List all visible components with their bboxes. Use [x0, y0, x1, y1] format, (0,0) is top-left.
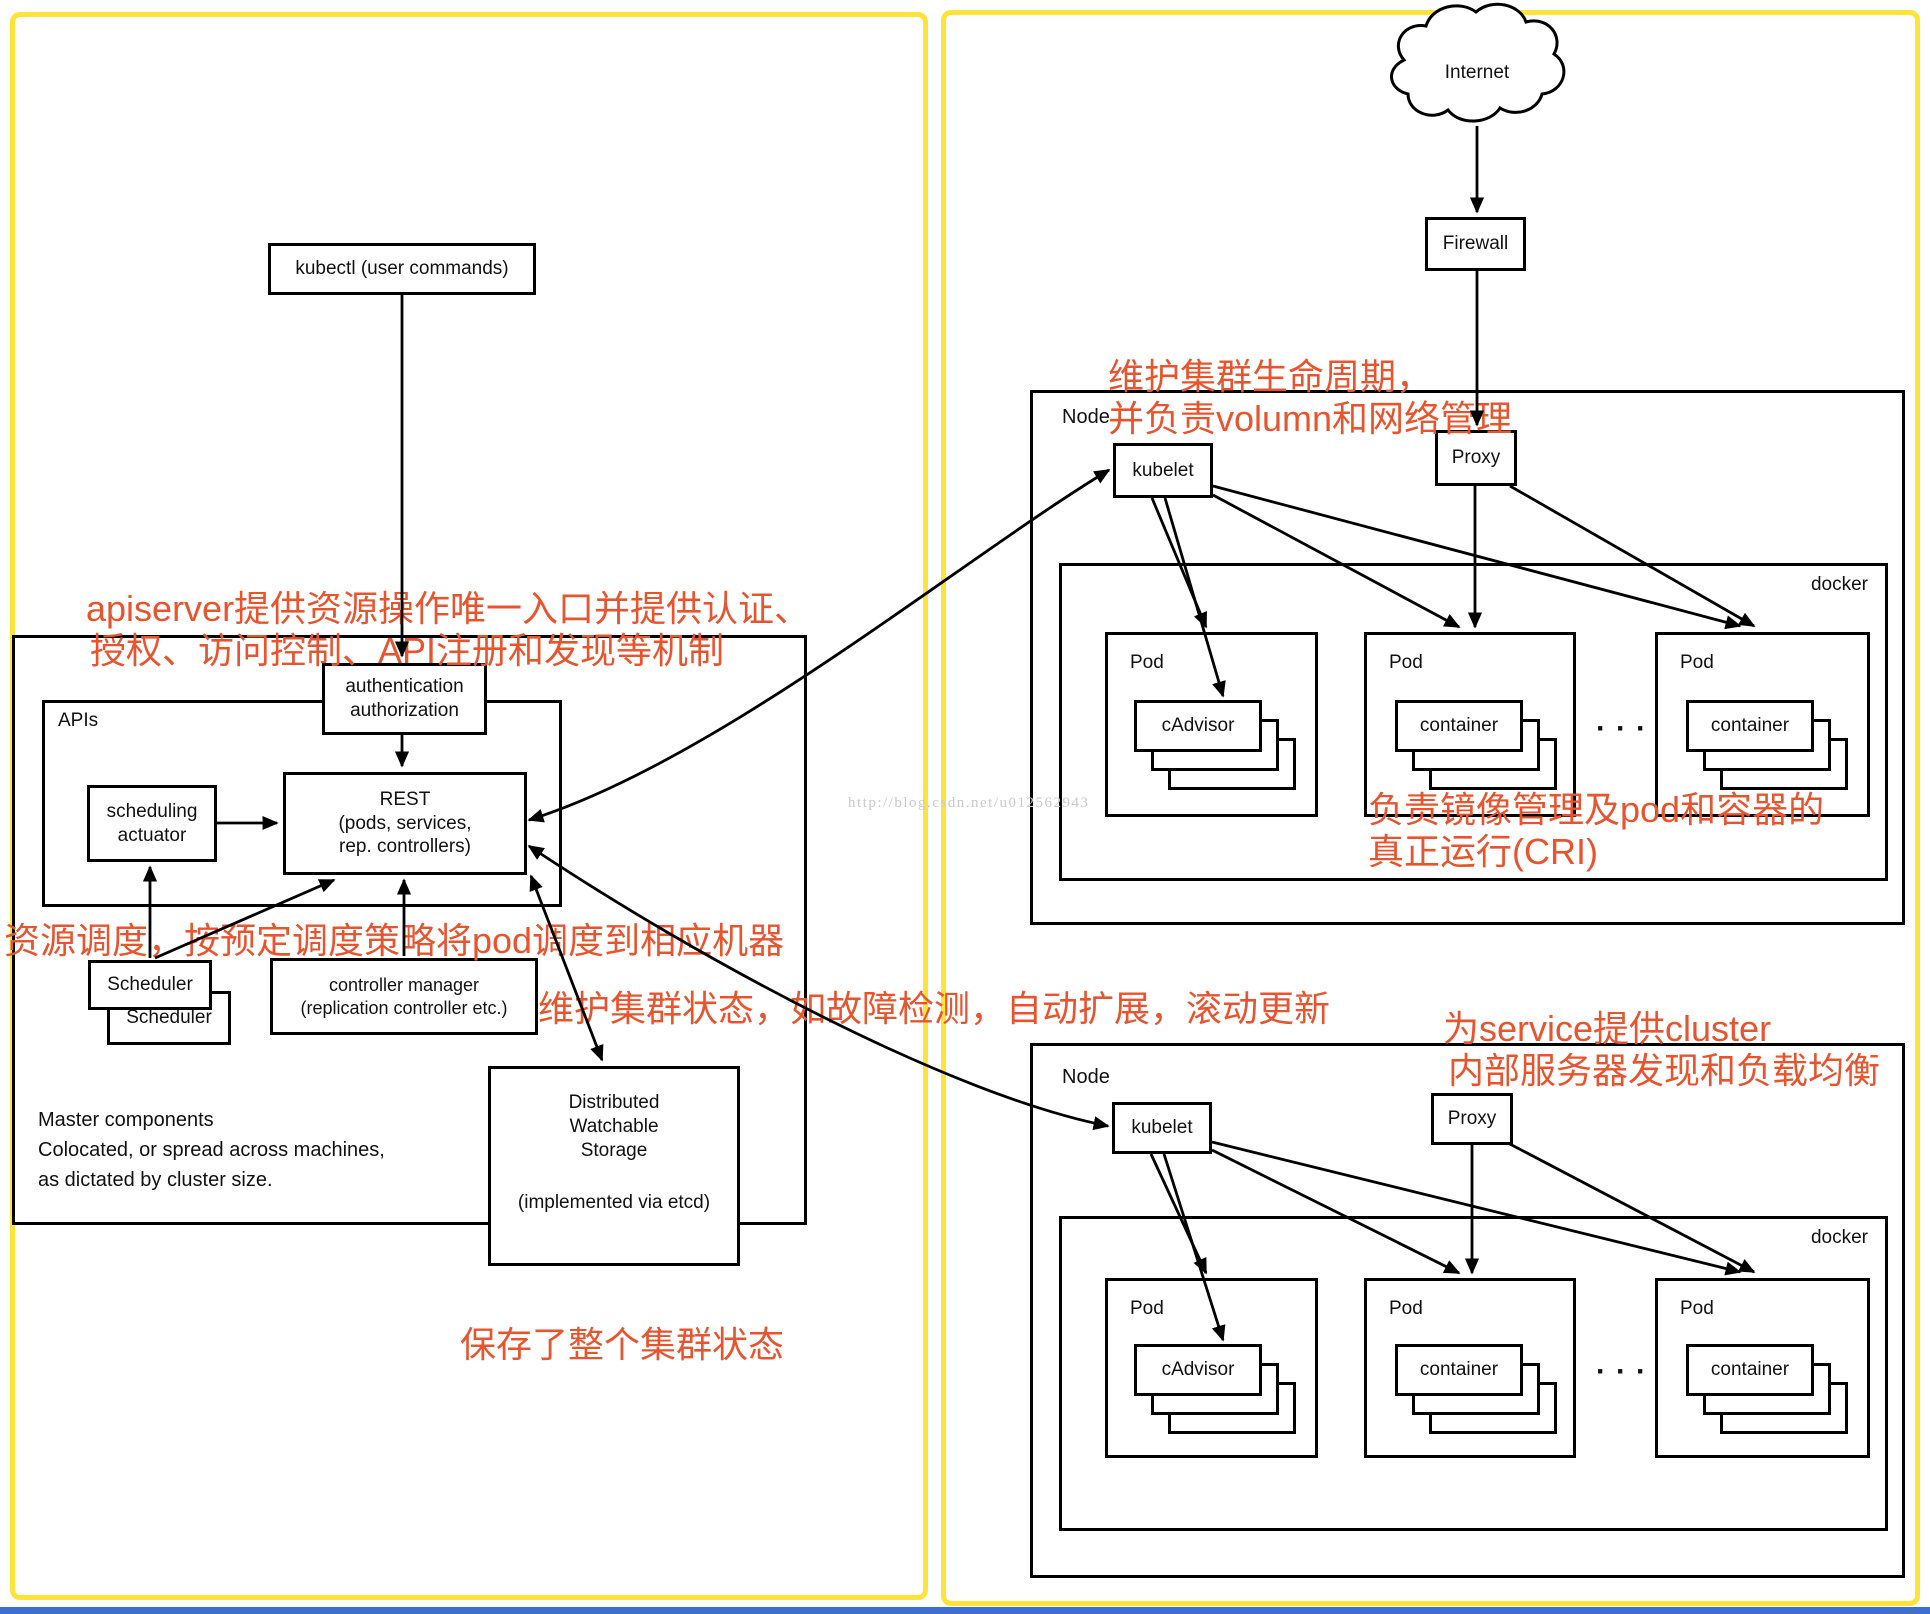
node1-kubelet-label: kubelet	[1132, 459, 1194, 481]
node1-cadvisor-box: cAdvisor	[1134, 700, 1262, 752]
rest-line1: REST	[379, 788, 431, 810]
node1-cadvisor-label: cAdvisor	[1161, 715, 1235, 737]
node1-proxy-label: Proxy	[1451, 447, 1501, 469]
apis-label: APIs	[58, 710, 99, 731]
node2-label: Node	[1062, 1066, 1110, 1088]
node1-proxy-box: Proxy	[1435, 430, 1517, 486]
storage-line2: Watchable	[569, 1115, 659, 1137]
node2-kubelet-label: kubelet	[1131, 1117, 1193, 1139]
node2-container3-label: container	[1710, 1359, 1790, 1381]
node1-pod1-label: Pod	[1130, 652, 1164, 673]
scheduling-actuator-box: scheduling actuator	[87, 785, 217, 862]
rest-line2: (pods, services,	[338, 812, 472, 834]
node1-container3-label: container	[1710, 715, 1790, 737]
controller-manager-line2: (replication controller etc.)	[300, 997, 508, 1018]
controller-manager-line1: controller manager	[328, 974, 480, 995]
rest-line3: rep. controllers)	[339, 836, 471, 858]
scheduler-front-box: Scheduler	[88, 960, 212, 1010]
node2-pod1-label: Pod	[1130, 1298, 1164, 1319]
storage-line3: Storage	[580, 1139, 648, 1161]
rest-box: REST (pods, services, rep. controllers)	[283, 772, 527, 875]
node1-label: Node	[1062, 406, 1110, 428]
kubectl-label: kubectl (user commands)	[295, 258, 509, 280]
master-note-line3: as dictated by cluster size.	[38, 1169, 273, 1191]
annotation-etcd: 保存了整个集群状态	[460, 1324, 785, 1365]
annotation-apiserver-line2: 授权、访问控制、API注册和发现等机制	[90, 630, 725, 671]
node1-docker-label: docker	[1810, 574, 1868, 595]
master-note-line2: Colocated, or spread across machines,	[38, 1139, 385, 1161]
authentication-box: authentication authorization	[322, 663, 487, 735]
storage-line4: (implemented via etcd)	[517, 1191, 711, 1213]
node2-cadvisor-box: cAdvisor	[1134, 1344, 1262, 1396]
annotation-scheduler: 资源调度，按预定调度策略将pod调度到相应机器	[4, 920, 785, 961]
node1-ellipsis: ···	[1596, 712, 1656, 745]
node1-pod3-label: Pod	[1680, 652, 1714, 673]
node1-kubelet-box: kubelet	[1113, 443, 1213, 498]
bottom-blue-bar	[0, 1607, 1930, 1614]
node2-pod2-label: Pod	[1389, 1298, 1423, 1319]
storage-box: Distributed Watchable Storage (implement…	[488, 1066, 740, 1266]
annotation-controller: 维护集群状态，如故障检测，自动扩展，滚动更新	[538, 988, 1331, 1029]
node1-pod2-label: Pod	[1389, 652, 1423, 673]
master-note-line1: Master components	[38, 1109, 214, 1131]
annotation-proxy-line2: 内部服务器发现和负载均衡	[1448, 1050, 1881, 1091]
master-note: Master components Colocated, or spread a…	[38, 1105, 385, 1195]
node2-container2-box: container	[1395, 1344, 1523, 1396]
kubectl-box: kubectl (user commands)	[268, 243, 536, 295]
firewall-box: Firewall	[1425, 217, 1526, 271]
annotation-kubelet-line1: 维护集群生命周期，	[1108, 356, 1433, 397]
annotation-proxy-line1: 为service提供cluster	[1443, 1008, 1772, 1049]
node1-container3-box: container	[1686, 700, 1814, 752]
watermark: http://blog.csdn.net/u012562943	[848, 795, 1090, 811]
annotation-docker-line1: 负责镜像管理及pod和容器的	[1368, 789, 1825, 830]
scheduling-line2: actuator	[117, 824, 187, 846]
node2-kubelet-box: kubelet	[1112, 1102, 1212, 1154]
node2-proxy-box: Proxy	[1431, 1093, 1513, 1145]
scheduling-line1: scheduling	[106, 800, 198, 822]
node2-docker-label: docker	[1810, 1227, 1868, 1248]
annotation-kubelet-line2: 并负责volumn和网络管理	[1108, 398, 1513, 439]
node2-pod3-label: Pod	[1680, 1298, 1714, 1319]
authorization-line2: authorization	[350, 700, 459, 721]
authentication-line1: authentication	[345, 676, 464, 698]
node2-ellipsis: ···	[1596, 1355, 1656, 1388]
storage-line1: Distributed	[568, 1092, 660, 1113]
annotation-docker-line2: 真正运行(CRI)	[1368, 831, 1598, 872]
node1-container2-label: container	[1419, 715, 1499, 737]
node2-proxy-label: Proxy	[1447, 1108, 1497, 1130]
scheduler-front-label: Scheduler	[107, 974, 193, 996]
scheduler-back-label: Scheduler	[126, 1007, 212, 1029]
firewall-label: Firewall	[1442, 233, 1509, 255]
node1-container2-box: container	[1395, 700, 1523, 752]
controller-manager-box: controller manager (replication controll…	[270, 958, 538, 1035]
node2-container3-box: container	[1686, 1344, 1814, 1396]
node2-cadvisor-label: cAdvisor	[1161, 1359, 1235, 1381]
node2-container2-label: container	[1419, 1359, 1499, 1381]
